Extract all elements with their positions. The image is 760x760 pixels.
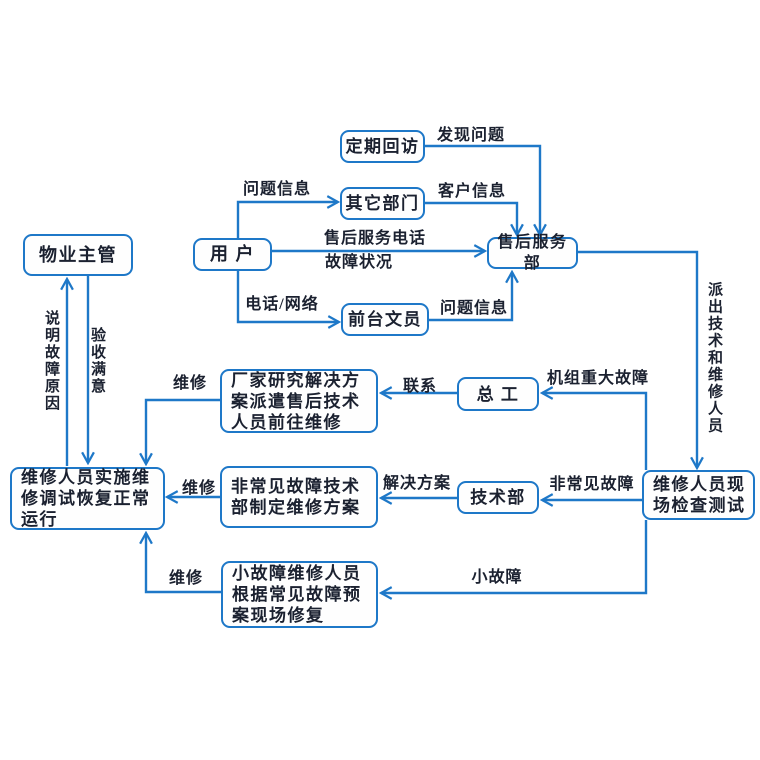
edge-minor-fault bbox=[381, 520, 648, 593]
edge-repair-from-manufacturer bbox=[146, 398, 220, 464]
node-front-desk-clerk: 前台文员 bbox=[341, 303, 429, 336]
edge-phone-network bbox=[236, 271, 339, 322]
edge-major-unit-fault bbox=[542, 393, 648, 470]
edge-label-explain-fault-cause: 说明故障原因 bbox=[43, 310, 59, 412]
edge-label-major-unit-fault: 机组重大故障 bbox=[546, 370, 650, 387]
node-repair-restore: 维修人员实施维 修调试恢复正常 运行 bbox=[10, 467, 165, 530]
node-other-departments: 其它部门 bbox=[340, 187, 425, 220]
edge-label-found-problem: 发现问题 bbox=[436, 127, 506, 144]
edge-found-problem bbox=[425, 144, 540, 235]
node-onsite-inspection: 维修人员现 场检查测试 bbox=[642, 470, 755, 520]
node-after-sales-dept: 售后服务部 bbox=[487, 234, 578, 272]
node-manufacturer-solution: 厂家研究解决方 案派遣售后技术 人员前往维修 bbox=[220, 369, 378, 433]
edge-label-repair-top: 维修 bbox=[172, 375, 208, 392]
node-chief-engineer: 总 工 bbox=[457, 377, 539, 411]
node-tech-dept: 技术部 bbox=[457, 481, 539, 514]
edge-label-uncommon-fault: 非常见故障 bbox=[549, 476, 635, 493]
edge-label-customer-info: 客户信息 bbox=[437, 183, 507, 200]
edge-label-problem-info-top: 问题信息 bbox=[242, 181, 312, 198]
edge-label-problem-info-bottom: 问题信息 bbox=[439, 300, 509, 317]
edge-label-after-sales-hotline: 售后服务电话 bbox=[323, 230, 427, 247]
edge-label-minor-fault: 小故障 bbox=[471, 569, 523, 586]
edge-dispatch-personnel bbox=[578, 250, 697, 468]
node-property-manager: 物业主管 bbox=[23, 234, 133, 276]
edge-repair-from-minor bbox=[146, 533, 221, 594]
edge-label-solution: 解决方案 bbox=[382, 475, 452, 492]
edge-label-phone-network: 电话/网络 bbox=[245, 296, 319, 313]
edge-problem-info-top bbox=[236, 202, 338, 238]
edge-label-contact: 联系 bbox=[402, 378, 438, 395]
edge-label-repair-middle: 维修 bbox=[181, 480, 217, 497]
edge-problem-info-bottom bbox=[429, 272, 512, 322]
edge-label-fault-status: 故障状况 bbox=[324, 254, 394, 271]
edge-label-repair-bottom: 维修 bbox=[168, 570, 204, 587]
node-uncommon-fault-plan: 非常见故障技术 部制定维修方案 bbox=[220, 466, 378, 528]
node-minor-fault-repair: 小故障维修人员 根据常见故障预 案现场修复 bbox=[221, 561, 378, 628]
node-user: 用 户 bbox=[193, 238, 272, 271]
edge-customer-info bbox=[425, 201, 517, 235]
node-regular-visit: 定期回访 bbox=[340, 130, 425, 163]
edge-label-acceptance: 验收满意 bbox=[89, 327, 105, 395]
edge-label-dispatch-personnel: 派出技术和维修人员 bbox=[706, 281, 722, 435]
